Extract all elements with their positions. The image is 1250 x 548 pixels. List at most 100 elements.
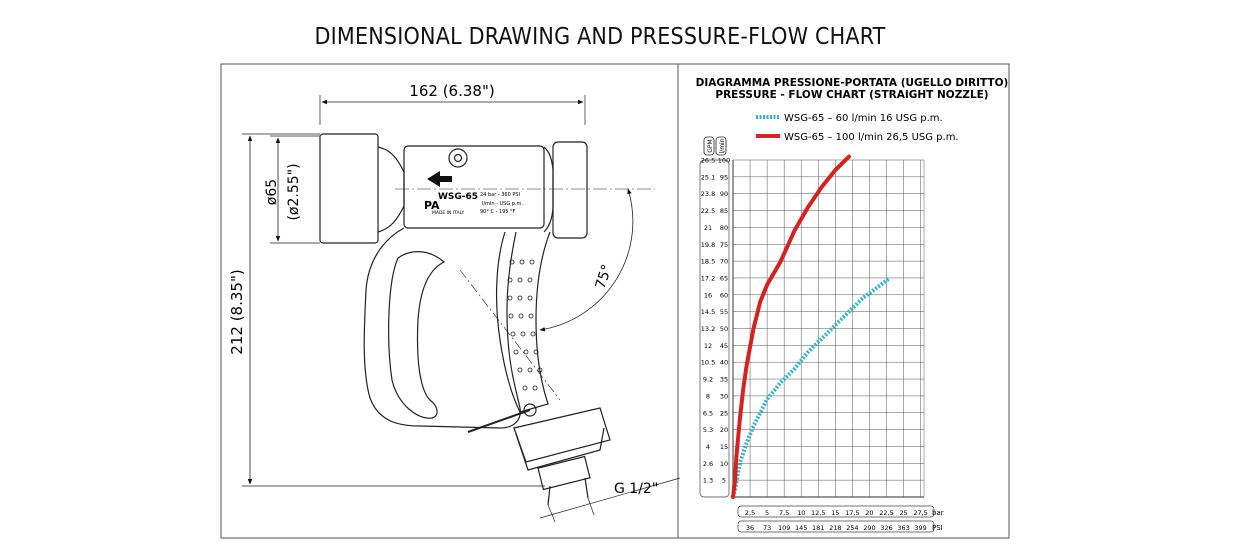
gpm-axis-label: GPM — [707, 139, 714, 152]
y-tick-gpm: 26.5 — [701, 157, 715, 165]
y-tick-lmin: 10 — [720, 460, 728, 468]
chart-subtitle: PRESSURE - FLOW CHART (STRAIGHT NOZZLE) — [715, 89, 988, 101]
outer-frame — [220, 63, 1010, 539]
y-tick-gpm: 5.3 — [703, 426, 713, 434]
y-tick-gpm: 8 — [706, 392, 710, 400]
chart-title: DIAGRAMMA PRESSIONE-PORTATA (UGELLO DIRI… — [696, 77, 1009, 89]
chart-series — [731, 154, 892, 499]
link-pivot — [523, 403, 537, 417]
x-tick-bar: 22,5 — [879, 509, 893, 517]
x-tick-bar: 17,5 — [845, 509, 859, 517]
y-tick-lmin: 35 — [720, 376, 728, 384]
spec-line-2: l/min - USG p.m. — [482, 201, 523, 207]
gun-body — [403, 145, 545, 229]
spec-line-3: 90° C - 195 °F — [480, 209, 516, 215]
made-in-label: MADE IN ITALY — [432, 210, 465, 216]
y-tick-lmin: 5 — [722, 477, 726, 485]
x-tick-psi: 363 — [897, 524, 909, 532]
x-tick-bar: 2,5 — [745, 509, 755, 517]
bottom-nut-body — [515, 427, 605, 471]
y-tick-lmin: 50 — [720, 325, 728, 333]
y-tick-gpm: 2.6 — [703, 460, 713, 468]
trigger — [388, 251, 446, 419]
psi-ticks-box — [737, 520, 935, 533]
thread-label: G 1/2" — [614, 481, 658, 497]
brand-logo: PA — [424, 199, 440, 212]
chart-legend: WSG-65 – 60 l/min 16 USG p.m. WSG-65 – 1… — [756, 113, 959, 143]
x-tick-psi: 36 — [746, 524, 754, 532]
y-tick-lmin: 90 — [720, 190, 728, 198]
x-tick-bar: 7,5 — [779, 509, 789, 517]
inlet-cap — [319, 133, 379, 244]
x-tick-bar: 15 — [831, 509, 839, 517]
model-label: WSG-65 — [438, 192, 478, 202]
x-tick-psi: 399 — [914, 524, 926, 532]
x-tick-labels: 2,5365737,51091014512,51811521817,525420… — [745, 509, 928, 532]
bottom-nut — [537, 455, 591, 491]
gun-drawing — [242, 95, 681, 523]
legend-label-100: WSG-65 – 100 l/min 26,5 USG p.m. — [784, 132, 959, 143]
x-tick-bar: 20 — [865, 509, 873, 517]
y-tick-lmin: 75 — [720, 241, 728, 249]
y-tick-gpm: 18.5 — [701, 258, 715, 266]
x-tick-psi: 218 — [829, 524, 841, 532]
x-tick-psi: 73 — [763, 524, 771, 532]
y-tick-gpm: 21 — [704, 224, 712, 232]
y-tick-gpm: 4 — [706, 443, 710, 451]
x-tick-bar: 10 — [797, 509, 805, 517]
body-screw-center — [453, 153, 463, 163]
x-tick-psi: 254 — [846, 524, 858, 532]
x-tick-psi: 109 — [778, 524, 790, 532]
y-tick-gpm: 12 — [704, 342, 712, 350]
lmin-axis-label: l/min — [719, 138, 726, 153]
y-tick-gpm: 16 — [704, 291, 712, 299]
y-tick-lmin: 100 — [718, 157, 730, 165]
y-tick-lmin: 60 — [720, 291, 728, 299]
y-tick-gpm: 19.8 — [701, 241, 715, 249]
psi-axis-label: PSI — [932, 524, 943, 532]
y-tick-gpm: 10.5 — [701, 359, 715, 367]
y-tick-gpm: 23.8 — [701, 190, 715, 198]
lmin-axis-badge — [715, 136, 727, 156]
x-tick-psi: 181 — [812, 524, 824, 532]
y-tick-lmin: 65 — [720, 274, 728, 282]
thread-leader — [539, 477, 681, 519]
grip — [495, 231, 551, 413]
y-tick-lmin: 85 — [720, 207, 728, 215]
bar-ticks-box — [737, 505, 935, 518]
x-tick-bar: 25 — [899, 509, 907, 517]
angle-label: 75° — [593, 262, 616, 291]
y-tick-lmin: 15 — [720, 443, 728, 451]
y-tick-gpm: 6.5 — [703, 409, 713, 417]
y-tick-lmin: 40 — [720, 359, 728, 367]
grip-axis — [459, 269, 561, 401]
nozzle-neck — [543, 146, 554, 233]
y-tick-labels: 51.3102.6154205.3256.5308359.24010.54512… — [701, 157, 730, 485]
diameter-imperial-label: (ø2.55") — [286, 163, 302, 220]
chart-grid — [732, 159, 925, 498]
y-tick-lmin: 80 — [720, 224, 728, 232]
link-rod — [467, 409, 531, 433]
y-tick-gpm: 9.2 — [703, 376, 713, 384]
y-tick-gpm: 17.2 — [701, 274, 715, 282]
y-tick-lmin: 70 — [720, 258, 728, 266]
y-tick-lmin: 55 — [720, 308, 728, 316]
y-tick-gpm: 22.5 — [701, 207, 715, 215]
handle-outer — [363, 227, 521, 429]
bar-axis-label: bar — [932, 509, 944, 517]
y-tick-lmin: 45 — [720, 342, 728, 350]
page-title: DIMENSIONAL DRAWING AND PRESSURE-FLOW CH… — [314, 24, 886, 50]
nameplate: PA WSG-65 MADE IN ITALY 24 bar - 360 PSI… — [424, 192, 523, 216]
x-tick-bar: 5 — [765, 509, 769, 517]
y-tick-gpm: 1.3 — [703, 477, 713, 485]
thread-ext-right — [587, 497, 595, 516]
grip-texture — [507, 259, 543, 391]
y-tick-gpm: 13.2 — [701, 325, 715, 333]
x-tick-psi: 290 — [863, 524, 875, 532]
nozzle-cap — [552, 141, 588, 239]
y-tick-lmin: 20 — [720, 426, 728, 434]
series-line-60 — [731, 276, 892, 498]
gpm-axis-badge — [703, 136, 715, 156]
x-tick-bar: 12,5 — [811, 509, 825, 517]
